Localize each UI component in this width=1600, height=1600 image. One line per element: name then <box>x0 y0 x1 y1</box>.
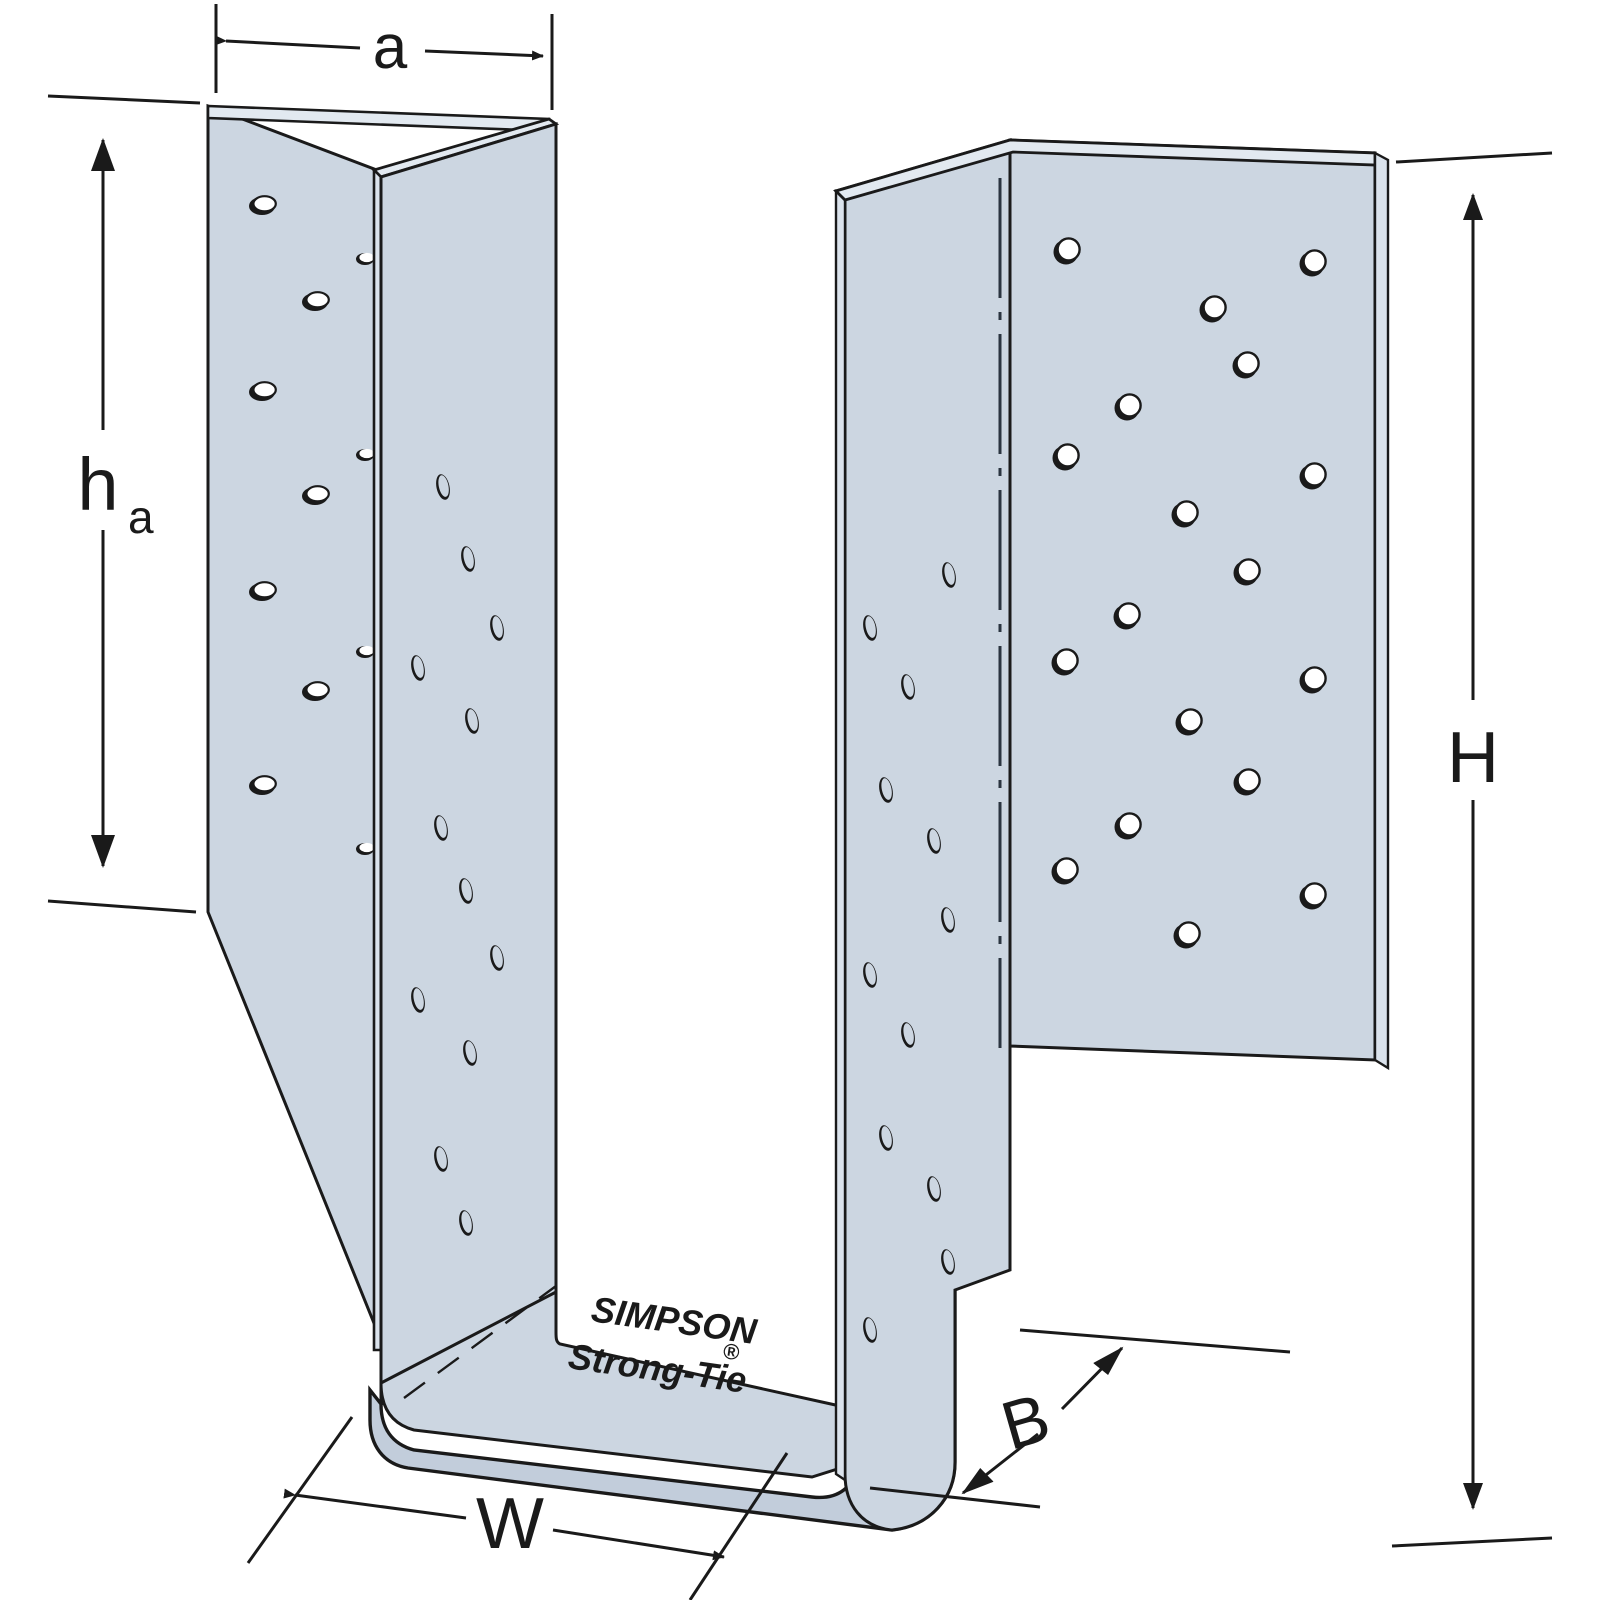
back-flange-right <box>833 138 1390 1071</box>
brand-registered-mark: ® <box>721 1338 741 1365</box>
dimension-ha-subscript: a <box>128 491 154 543</box>
dimension-a-label: a <box>373 13 408 82</box>
dimension-a: a <box>214 4 554 110</box>
dimension-B-label: B <box>993 1379 1058 1465</box>
dimension-W-label: W <box>476 1484 544 1564</box>
side-web-left <box>379 121 558 1407</box>
dimension-H: H <box>1391 151 1553 1548</box>
dimension-W: W <box>246 1416 789 1600</box>
bottom-seat: SIMPSON Strong-Tie ® <box>368 1266 957 1532</box>
side-web-right <box>833 137 1012 1532</box>
dimension-ha-label: h <box>77 443 118 526</box>
dimension-ha: h a <box>47 94 201 914</box>
dimension-H-label: H <box>1447 718 1499 798</box>
